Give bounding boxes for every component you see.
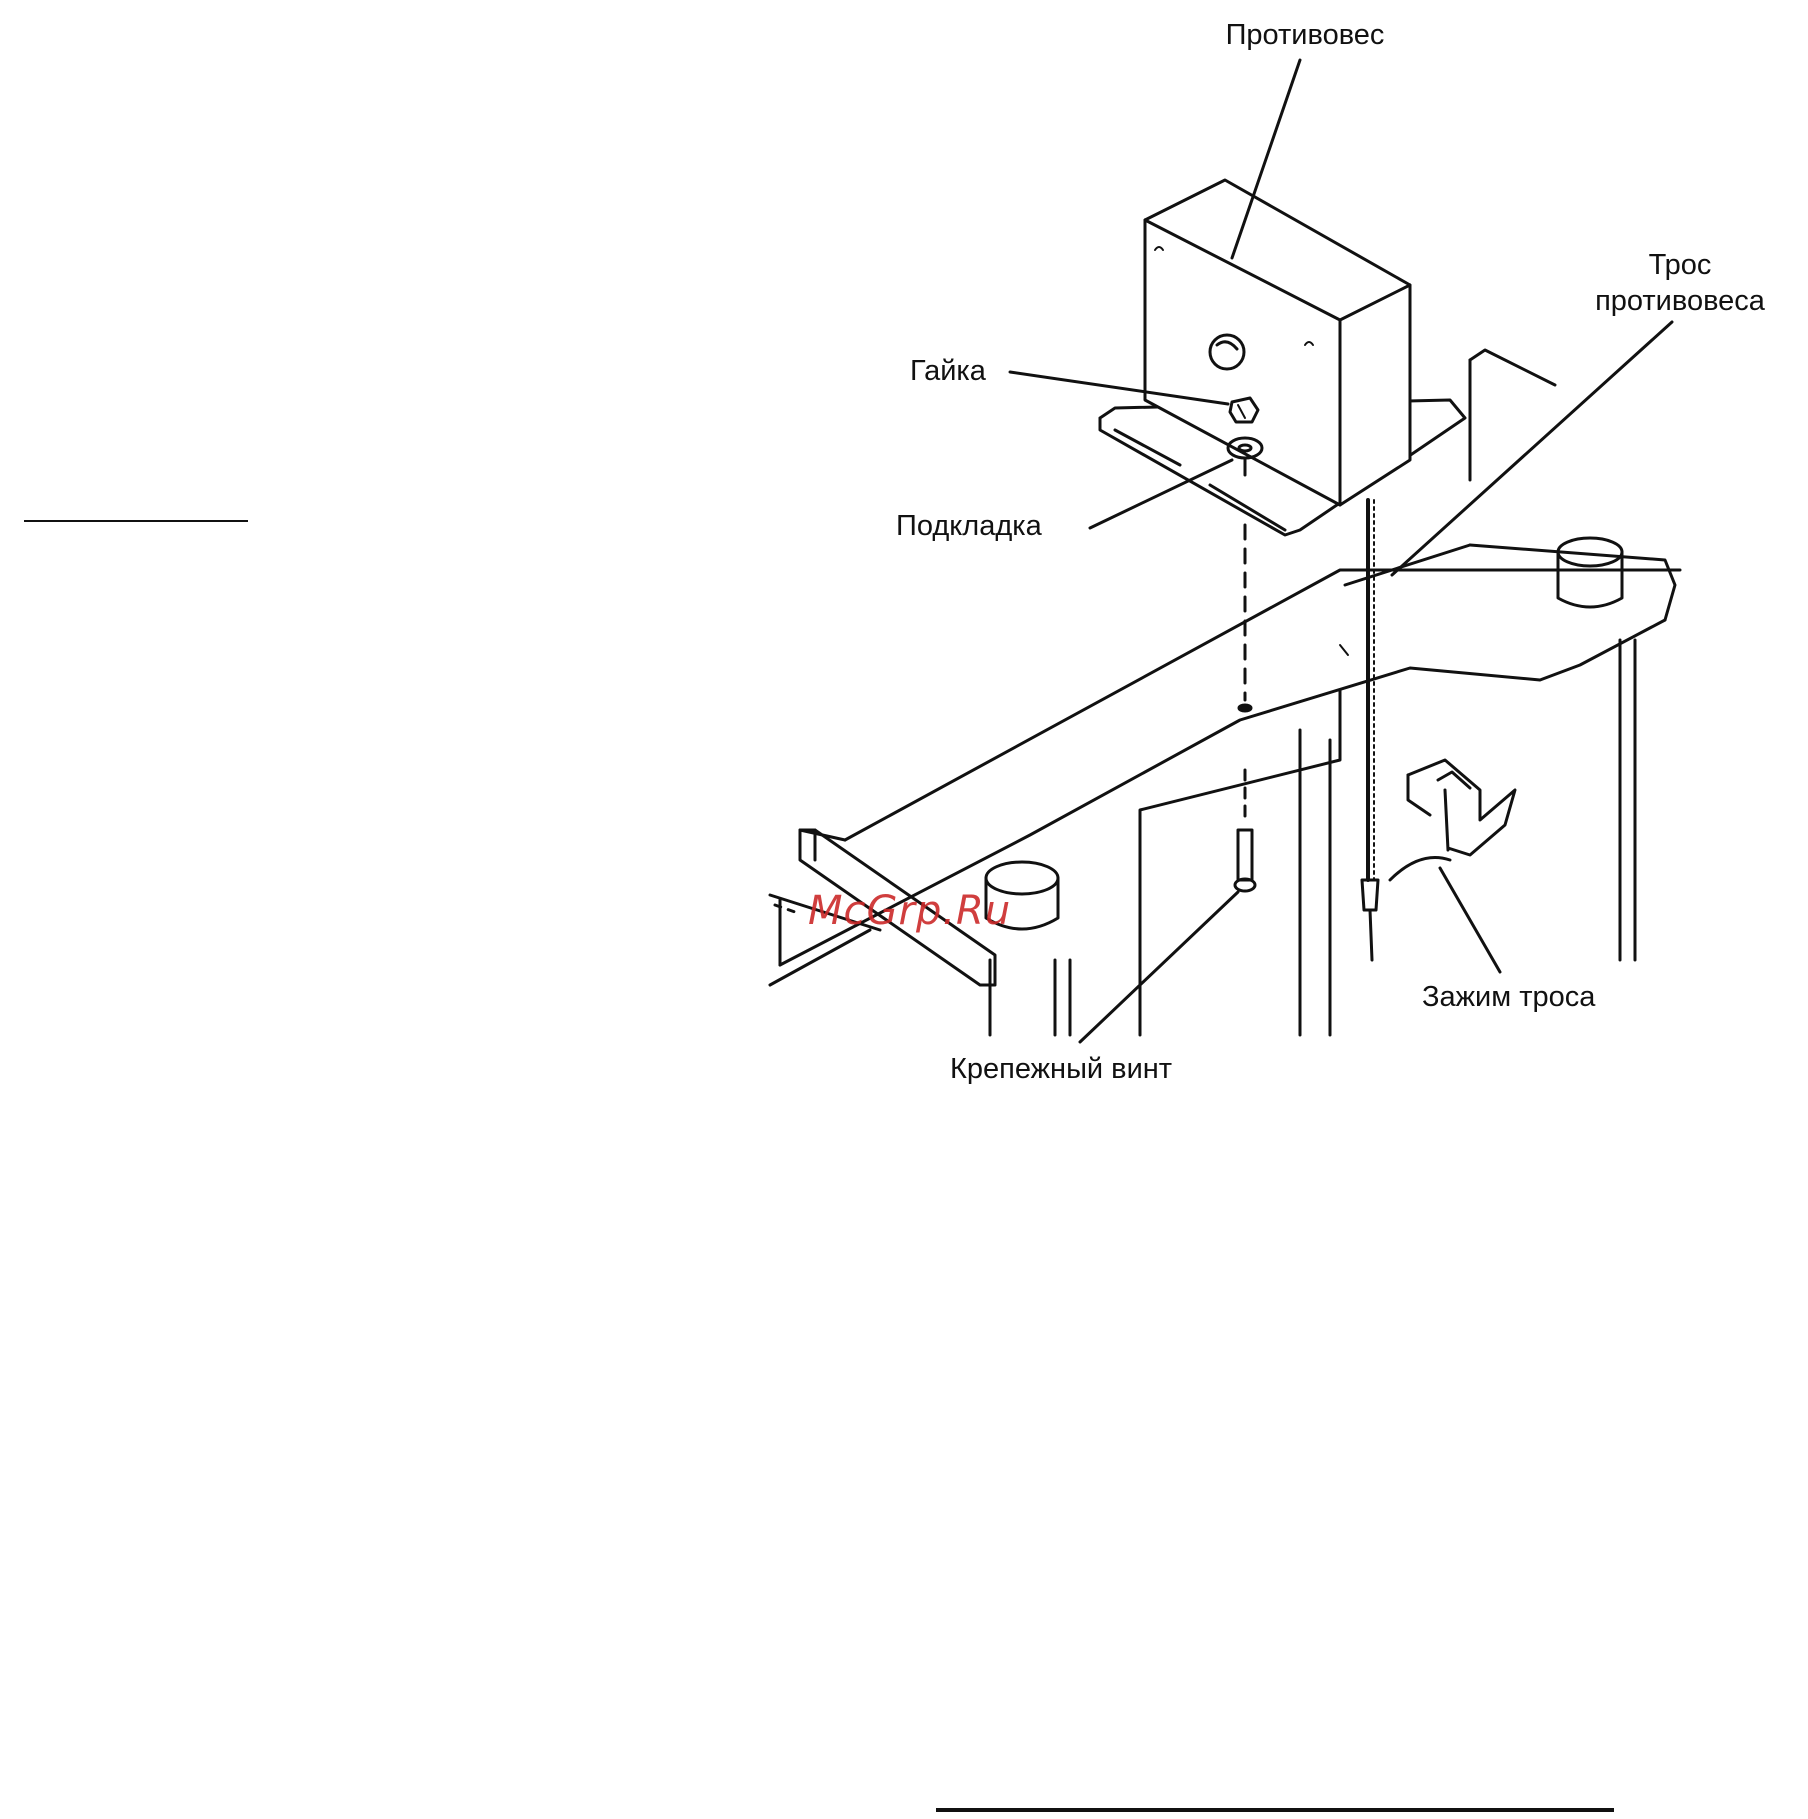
label-mounting-screw: Крепежный винт <box>950 1052 1172 1086</box>
watermark-logo: McGrp.Ru <box>808 888 1011 934</box>
label-cable-clamp: Зажим троса <box>1422 980 1595 1014</box>
label-cable-line1: Трос <box>1575 248 1785 282</box>
counterweight-block <box>1145 180 1410 505</box>
label-cable-line2: противовеса <box>1575 284 1785 318</box>
screw-assembly-line <box>1235 525 1255 891</box>
label-nut: Гайка <box>910 354 986 388</box>
label-counterweight: Противовес <box>1195 18 1415 52</box>
label-washer: Подкладка <box>896 509 1042 543</box>
leader-lines <box>1010 60 1672 1042</box>
cable-clamp <box>1390 760 1515 880</box>
right-foot <box>1558 538 1622 607</box>
